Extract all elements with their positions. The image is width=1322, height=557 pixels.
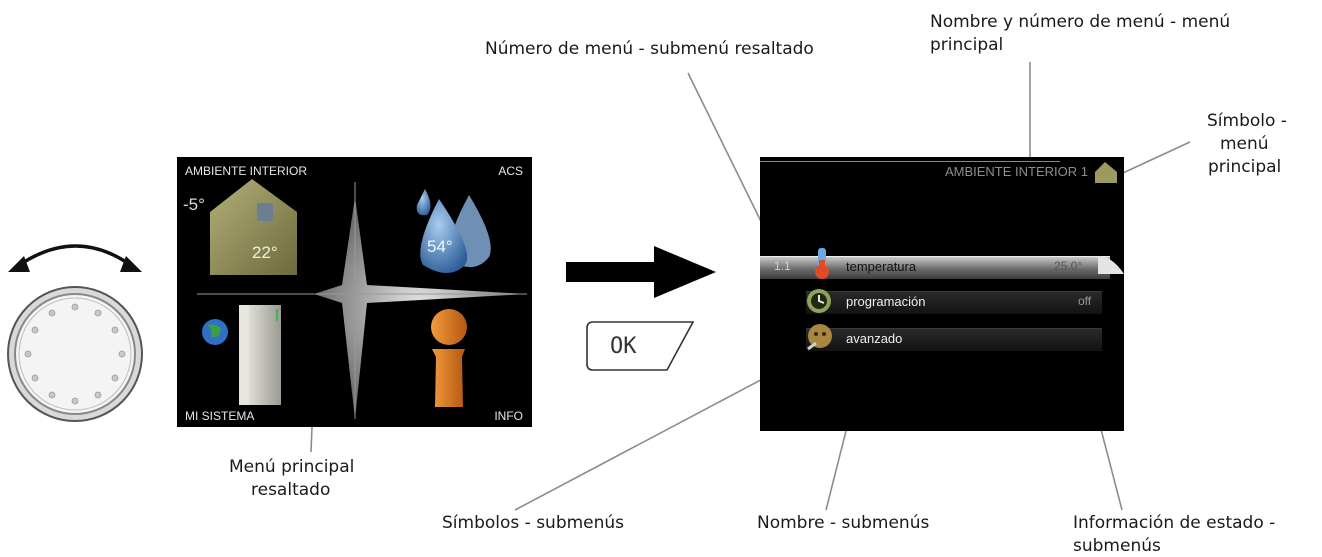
control-knob[interactable]	[0, 232, 150, 442]
quadrant-label-my-system: MI SISTEMA	[185, 409, 255, 423]
info-icon	[431, 309, 467, 407]
row-highlight-bar	[760, 256, 1110, 279]
advanced-tools-icon	[807, 324, 832, 351]
row-corner-curl	[1098, 256, 1124, 274]
main-menu-graphics	[197, 179, 527, 419]
indoor-temperature: 22°	[252, 243, 278, 262]
ok-key-shape	[586, 321, 695, 371]
callout-main-highlight-line2: resaltado	[251, 480, 331, 500]
main-menu-screen: AMBIENTE INTERIOR ACS MI SISTEMA INFO -5…	[177, 157, 532, 427]
thermometer-icon	[815, 248, 829, 279]
row-value: 25.0°	[1054, 259, 1083, 273]
row-bar	[806, 291, 1102, 314]
submenu-header: AMBIENTE INTERIOR 1	[944, 164, 1088, 179]
row-label: temperatura	[846, 259, 917, 274]
submenu-row[interactable]: programación off	[760, 289, 1124, 314]
row-value: off	[1078, 294, 1092, 308]
row-label: avanzado	[846, 331, 903, 346]
callout-status-line1: Información de estado -	[1073, 513, 1276, 533]
hot-water-temperature: 54°	[427, 237, 453, 256]
highlight-star-icon	[314, 197, 527, 419]
callout-symbol-line2: menú	[1220, 134, 1269, 154]
submenu-row[interactable]: 1.1 temperatura 25.0°	[760, 248, 1124, 279]
clock-icon	[807, 289, 831, 313]
callout-menu-name-line1: Nombre y número de menú - menú	[930, 12, 1231, 32]
submenu-screen: AMBIENTE INTERIOR 1 1.1 temperatura 25.0…	[760, 157, 1124, 431]
callout-symbol-line3: principal	[1208, 157, 1282, 177]
outdoor-temperature: -5°	[183, 195, 205, 214]
callout-main-highlight-line1: Menú principal	[229, 457, 355, 477]
callout-sub-symbols: Símbolos - submenús	[442, 513, 625, 533]
house-icon	[1095, 162, 1117, 183]
row-number: 1.1	[774, 259, 791, 273]
quadrant-label-indoor: AMBIENTE INTERIOR	[185, 164, 308, 178]
callout-sub-name: Nombre - submenús	[757, 513, 930, 533]
house-icon	[210, 179, 297, 275]
row-label: programación	[846, 294, 926, 309]
callout-menu-name-line2: principal	[930, 35, 1004, 55]
heat-pump-icon	[239, 305, 281, 405]
quadrant-label-info: INFO	[494, 409, 523, 423]
callout-status-line2: submenús	[1073, 536, 1161, 556]
quadrant-label-hot-water: ACS	[498, 164, 523, 178]
rotate-arrow-icon	[17, 244, 134, 268]
globe-icon	[202, 319, 228, 345]
submenu-row[interactable]: avanzado	[760, 324, 1124, 351]
ok-button-label: OK	[610, 334, 637, 359]
hot-water-drops-icon	[416, 189, 491, 273]
callout-menu-number: Número de menú - submenú resaltado	[485, 39, 814, 59]
row-bar	[806, 328, 1102, 351]
right-arrow-icon	[566, 246, 716, 298]
callout-symbol-line1: Símbolo -	[1207, 111, 1287, 131]
header-rule	[760, 161, 1060, 162]
ok-button[interactable]: OK	[585, 320, 695, 372]
